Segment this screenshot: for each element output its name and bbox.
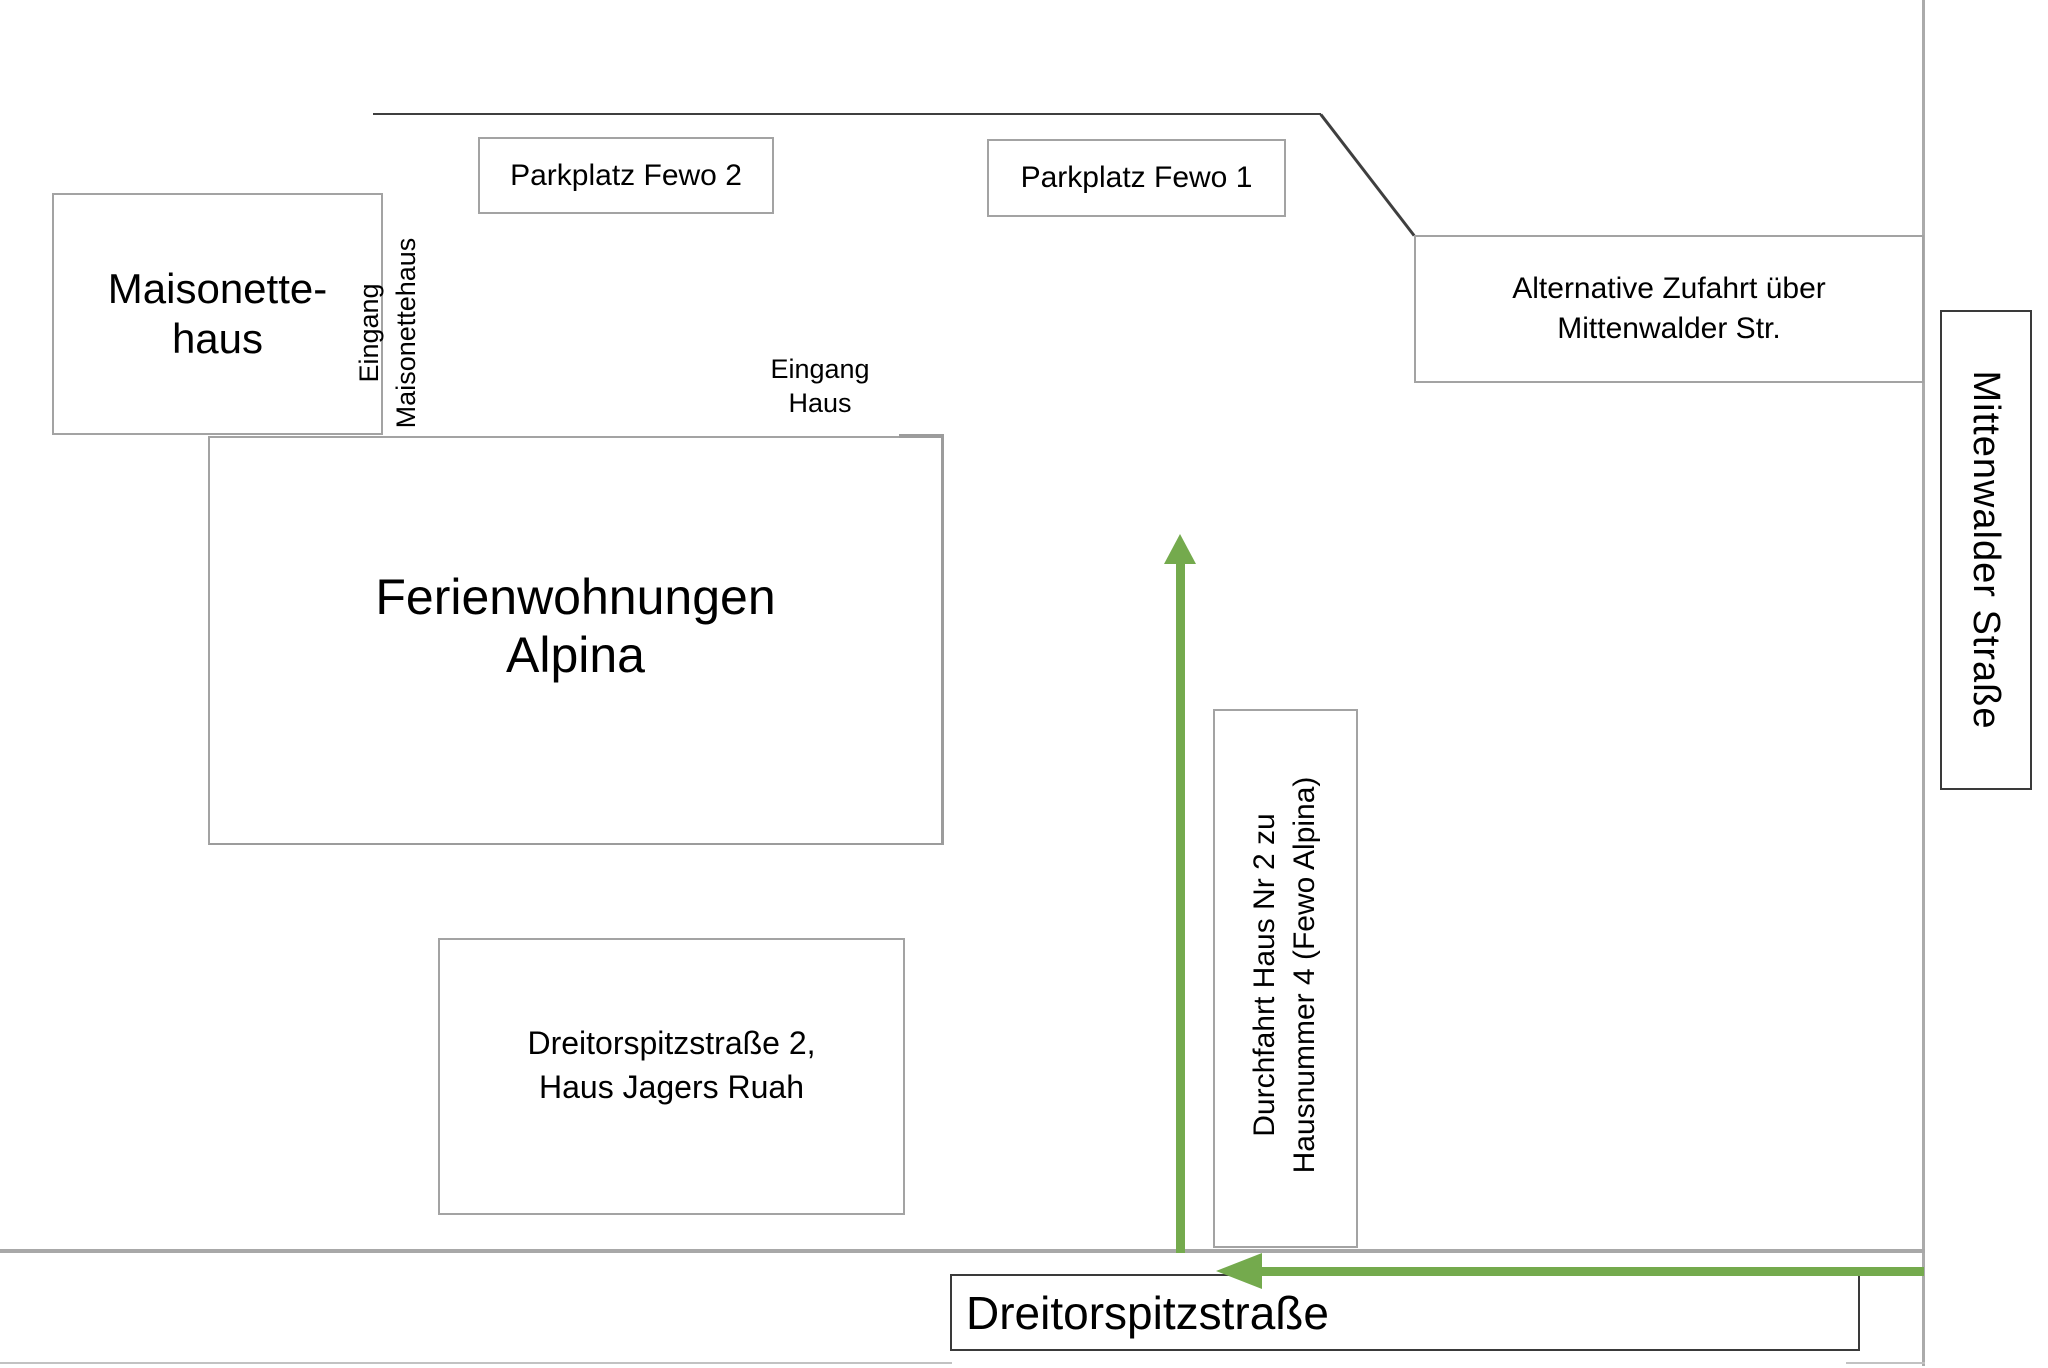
route-arrow-up-shaft [1175, 561, 1185, 1253]
alternative-access-label: Alternative Zufahrt über Mittenwalder St… [1512, 272, 1826, 345]
maisonettehaus-label: Maisonette- haus [107, 265, 328, 362]
street-label-dreitorspitzstrasse: Dreitorspitzstraße [950, 1274, 1860, 1351]
route-arrow-up-head-icon [1164, 534, 1196, 564]
eingang-haus-label: Eingang Haus [770, 354, 870, 418]
durchfahrt-note-box [1213, 709, 1358, 1248]
parking-fewo-2: Parkplatz Fewo 2 [478, 137, 774, 214]
bottom-line-mask [952, 1353, 1846, 1368]
mittenwalder-strasse-label: Mittenwalder Straße [1965, 370, 2008, 730]
alternative-access-note: Alternative Zufahrt über Mittenwalder St… [1414, 235, 1924, 383]
property-line-top [373, 112, 1321, 115]
street-label-mittenwalder [1940, 310, 2032, 790]
street-edge-line [0, 1249, 1925, 1253]
house-entrance-notch [899, 433, 944, 438]
parking-fewo-1: Parkplatz Fewo 1 [987, 139, 1286, 217]
durchfahrt-note-label: Durchfahrt Haus Nr 2 zu Hausnummer 4 (Fe… [1248, 776, 1321, 1174]
building-ferienwohnungen-alpina: Ferienwohnungen Alpina [208, 436, 944, 845]
property-line-diagonal [1320, 112, 1416, 236]
route-arrow-left-shaft [1260, 1266, 1924, 1276]
eingang-maisonettehaus-label: Eingang Maisonettehaus [354, 237, 421, 429]
canvas-right-border [1922, 0, 1925, 1366]
building-haus-jagers-ruah: Dreitorspitzstraße 2, Haus Jagers Ruah [438, 938, 905, 1215]
ferienwohnungen-label: Ferienwohnungen Alpina [375, 568, 776, 683]
parkplatz-fewo1-label: Parkplatz Fewo 1 [1020, 161, 1253, 194]
parkplatz-fewo2-label: Parkplatz Fewo 2 [510, 158, 742, 192]
building-maisonettehaus: Maisonette- haus [52, 193, 383, 435]
route-arrow-left-head-icon [1216, 1253, 1262, 1289]
dreitorspitzstrasse-label: Dreitorspitzstraße [966, 1286, 1329, 1339]
jagers-ruah-label: Dreitorspitzstraße 2, Haus Jagers Ruah [527, 1024, 816, 1105]
